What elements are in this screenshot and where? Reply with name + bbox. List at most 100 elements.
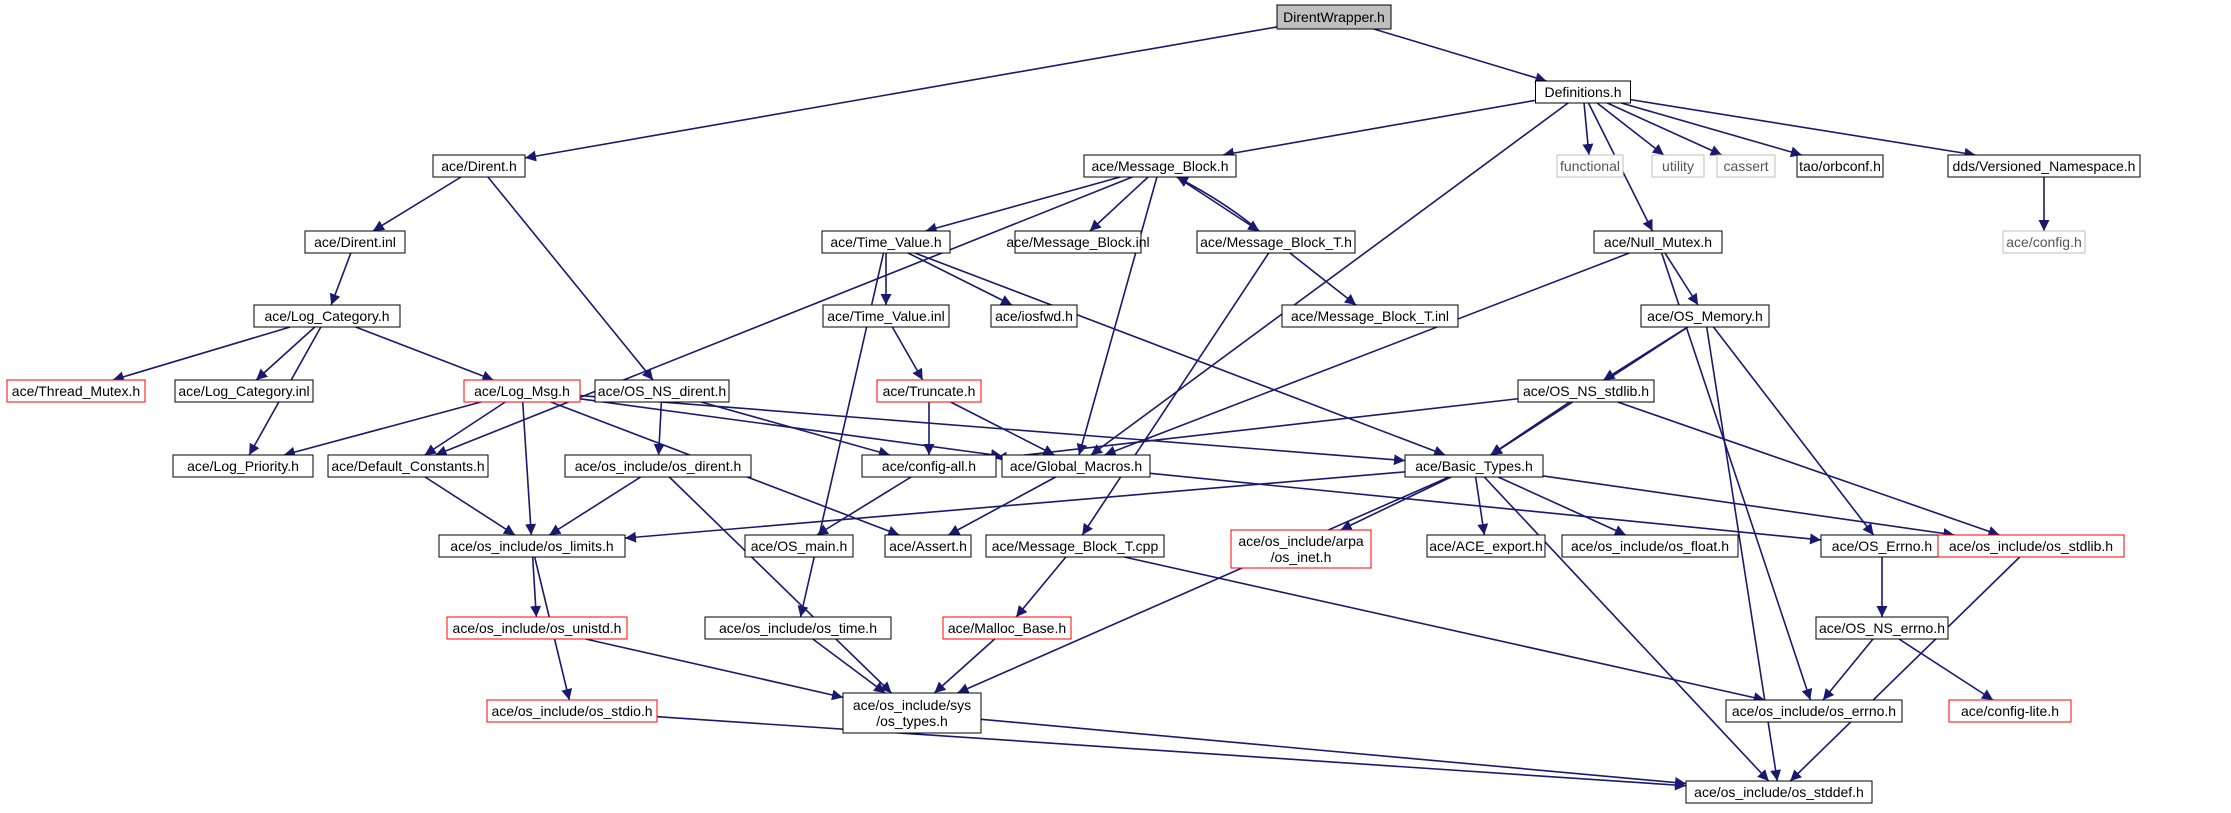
graph-node[interactable]: ace/os_include/sys/os_types.h: [842, 692, 982, 734]
graph-node[interactable]: ace/Message_Block_T.h: [1196, 230, 1356, 254]
node-box: [1535, 80, 1631, 104]
graph-node[interactable]: ace/os_include/arpa/os_inet.h: [1230, 529, 1372, 569]
graph-node[interactable]: ace/Global_Macros.h: [1001, 454, 1151, 478]
node-box: [1276, 4, 1392, 30]
node-label: ace/OS_NS_errno.h: [1819, 620, 1945, 636]
graph-node[interactable]: ace/Log_Category.inl: [174, 379, 314, 403]
graph-node[interactable]: ace/Log_Category.h: [253, 304, 401, 328]
include-edge-n22-to-n26: [283, 401, 482, 458]
graph-node[interactable]: ace/os_include/os_stdlib.h: [1937, 534, 2125, 558]
graph-node[interactable]: ace/Time_Value.h: [821, 230, 951, 254]
graph-node[interactable]: ace/Default_Constants.h: [327, 454, 489, 478]
graph-node[interactable]: ace/Null_Mutex.h: [1593, 230, 1723, 254]
node-label: ace/Thread_Mutex.h: [12, 383, 140, 399]
node-box: [1083, 154, 1237, 178]
include-edge-n32-to-n41: [530, 556, 542, 618]
node-label: ace/Malloc_Base.h: [948, 620, 1066, 636]
node-box: [704, 616, 892, 640]
node-box: [1404, 454, 1544, 478]
include-edge-n31-to-n40: [1542, 475, 1955, 539]
node-label: ace/os_include/os_errno.h: [1732, 703, 1896, 719]
graph-node[interactable]: ace/Log_Priority.h: [172, 454, 314, 478]
graph-node[interactable]: ace/OS_NS_errno.h: [1815, 616, 1949, 640]
graph-node: DirentWrapper.h: [1276, 4, 1392, 30]
include-edge-n1-to-n6: [1606, 102, 1723, 156]
graph-node[interactable]: ace/Message_Block_T.inl: [1281, 304, 1459, 328]
graph-node[interactable]: ace/os_include/os_dirent.h: [564, 454, 752, 478]
node-box: [1517, 379, 1655, 403]
node-box: [1001, 454, 1151, 478]
node-box: [432, 154, 526, 178]
node-label: ace/Message_Block_T.h: [1200, 234, 1352, 250]
node-label: ace/Message_Block.inl: [1006, 234, 1149, 250]
node-label: ace/Log_Category.inl: [178, 383, 309, 399]
graph-node[interactable]: ace/os_include/os_errno.h: [1725, 699, 1903, 723]
node-box: [486, 699, 658, 723]
graph-node[interactable]: ace/OS_main.h: [744, 534, 854, 558]
graph-node[interactable]: ace/iosfwd.h: [990, 304, 1078, 328]
graph-node[interactable]: ace/os_include/os_stdio.h: [486, 699, 658, 723]
graph-node[interactable]: ace/Thread_Mutex.h: [6, 379, 146, 403]
node-label: ace/os_include/os_unistd.h: [453, 620, 622, 636]
node-label: ace/Assert.h: [889, 538, 967, 554]
node-label: DirentWrapper.h: [1283, 9, 1385, 25]
graph-node[interactable]: ace/ACE_export.h: [1426, 534, 1546, 558]
graph-node[interactable]: ace/Dirent.inl: [304, 230, 406, 254]
include-edge-n23-to-n28: [653, 401, 665, 456]
graph-node[interactable]: ace/Truncate.h: [876, 379, 982, 403]
node-label: ace/iosfwd.h: [995, 308, 1073, 324]
include-edge-n41-to-n46: [585, 638, 844, 701]
node-box: [1796, 154, 1884, 178]
graph-node[interactable]: ace/Assert.h: [884, 534, 972, 558]
graph-node[interactable]: ace/Malloc_Base.h: [942, 616, 1072, 640]
graph-node[interactable]: tao/orbconf.h: [1796, 154, 1884, 178]
node-label: ace/Log_Category.h: [264, 308, 389, 324]
graph-node[interactable]: dds/Versioned_Namespace.h: [1947, 154, 2141, 178]
node-box: [1014, 230, 1142, 254]
graph-node[interactable]: ace/OS_NS_dirent.h: [594, 379, 730, 403]
include-edge-n31-to-n36: [1340, 476, 1452, 531]
include-edge-n3-to-n11: [1089, 176, 1149, 232]
node-label: ace/Null_Mutex.h: [1604, 234, 1712, 250]
graph-node[interactable]: ace/os_include/os_stddef.h: [1685, 780, 1873, 804]
node-label: ace/os_include/arpa: [1238, 533, 1364, 549]
graph-node[interactable]: ace/Time_Value.inl: [822, 304, 950, 328]
graph-node[interactable]: ace/OS_Errno.h: [1820, 534, 1944, 558]
node-box: [327, 454, 489, 478]
include-edge-n3-to-n30: [1076, 176, 1158, 456]
graph-node[interactable]: ace/OS_NS_stdlib.h: [1517, 379, 1655, 403]
include-edge-n12-to-n3: [1176, 176, 1260, 232]
graph-node[interactable]: ace/Dirent.h: [432, 154, 526, 178]
graph-node[interactable]: ace/Message_Block.h: [1083, 154, 1237, 178]
include-edge-n25-to-n40: [1617, 401, 2000, 537]
graph-node[interactable]: ace/OS_Memory.h: [1640, 304, 1770, 328]
include-edge-n29-to-n33: [816, 476, 912, 536]
node-label: ace/Message_Block_T.cpp: [992, 538, 1159, 554]
graph-node[interactable]: ace/config-lite.h: [1948, 699, 2072, 723]
include-edge-n0-to-n1: [1373, 28, 1547, 84]
graph-node[interactable]: ace/config-all.h: [861, 454, 997, 478]
node-box: [1947, 154, 2141, 178]
edge-layer: [112, 26, 2050, 791]
node-box: [842, 692, 982, 734]
graph-node[interactable]: ace/os_include/os_limits.h: [438, 534, 626, 558]
node-label: ace/OS_Errno.h: [1832, 538, 1932, 554]
graph-node[interactable]: ace/Message_Block.inl: [1006, 230, 1150, 254]
node-label: /os_types.h: [876, 713, 948, 729]
node-label: tao/orbconf.h: [1799, 158, 1881, 174]
graph-node[interactable]: ace/Log_Msg.h: [463, 379, 581, 403]
node-box: [1685, 780, 1873, 804]
include-edge-n15-to-n21: [255, 326, 316, 381]
graph-node[interactable]: ace/Message_Block_T.cpp: [985, 534, 1165, 558]
graph-node[interactable]: Definitions.h: [1535, 80, 1631, 104]
graph-node[interactable]: ace/os_include/os_float.h: [1561, 534, 1739, 558]
include-edge-n10-to-n31: [914, 252, 1446, 457]
node-box: [253, 304, 401, 328]
graph-node[interactable]: ace/Basic_Types.h: [1404, 454, 1544, 478]
graph-node[interactable]: ace/os_include/os_time.h: [704, 616, 892, 640]
node-box: [2002, 230, 2086, 254]
include-edge-n31-to-n49: [1483, 476, 1770, 782]
include-edge-n46-to-n49: [980, 718, 1687, 789]
graph-node[interactable]: ace/os_include/os_unistd.h: [446, 616, 628, 640]
node-box: [446, 616, 628, 640]
